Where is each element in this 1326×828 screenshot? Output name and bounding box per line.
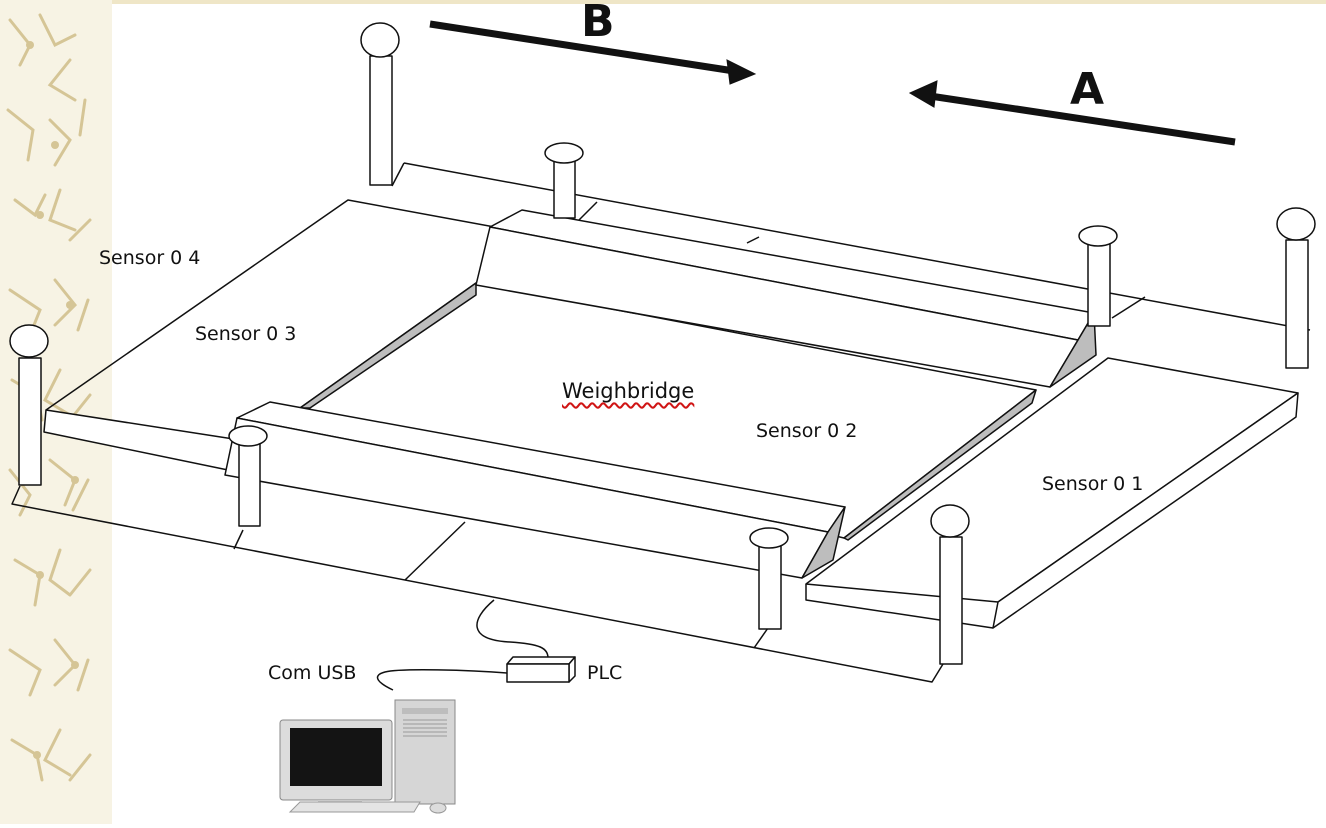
weighbridge-label: Weighbridge: [562, 379, 695, 403]
desktop-computer-icon: [279, 699, 456, 814]
plc-cable: [476, 599, 549, 659]
sensor-post-icon: [360, 22, 400, 186]
left-platform-edge: [43, 409, 241, 471]
sensor-post-icon: [930, 504, 970, 665]
decorative-pattern: [6, 13, 92, 782]
direction-label-b: B: [581, 0, 615, 47]
boundary-tick: [576, 201, 598, 223]
usb-cable: [376, 669, 508, 691]
near-ramp-side: [801, 506, 846, 579]
sensor-03-label: Sensor 0 3: [195, 323, 297, 345]
com-usb-label: Com USB: [268, 662, 357, 684]
top-border: [0, 0, 1326, 4]
sensor-01-label: Sensor 0 1: [1042, 473, 1144, 495]
boundary-tick: [746, 236, 760, 244]
near-boundary-line: [11, 485, 944, 683]
boundary-tick: [233, 529, 244, 550]
sensor-post-icon: [9, 324, 49, 486]
sensor-post-icon: [1276, 207, 1316, 369]
boundary-line: [391, 162, 405, 187]
sensor-post-icon: [544, 142, 584, 219]
direction-arrow-b: [429, 20, 757, 85]
boundary-tick: [1111, 296, 1146, 319]
plc-box-icon: [506, 656, 576, 683]
direction-arrow-a: [908, 80, 1236, 146]
boundary-tick: [404, 521, 466, 581]
right-platform-side: [992, 392, 1299, 629]
direction-label-a: A: [1070, 64, 1105, 115]
weighbridge-plate-shadow-left: [299, 282, 477, 409]
left-platform-top: [45, 199, 501, 411]
sensor-04-label: Sensor 0 4: [99, 247, 201, 269]
boundary-tick: [753, 627, 769, 649]
sensor-post-icon: [749, 527, 789, 630]
right-platform-edge: [805, 584, 994, 629]
sensor-post-icon: [228, 425, 268, 527]
sensor-post-icon: [1078, 225, 1118, 327]
plc-label: PLC: [587, 662, 623, 684]
weighbridge-plate-shadow-right: [843, 389, 1037, 541]
sensor-02-label: Sensor 0 2: [756, 420, 858, 442]
